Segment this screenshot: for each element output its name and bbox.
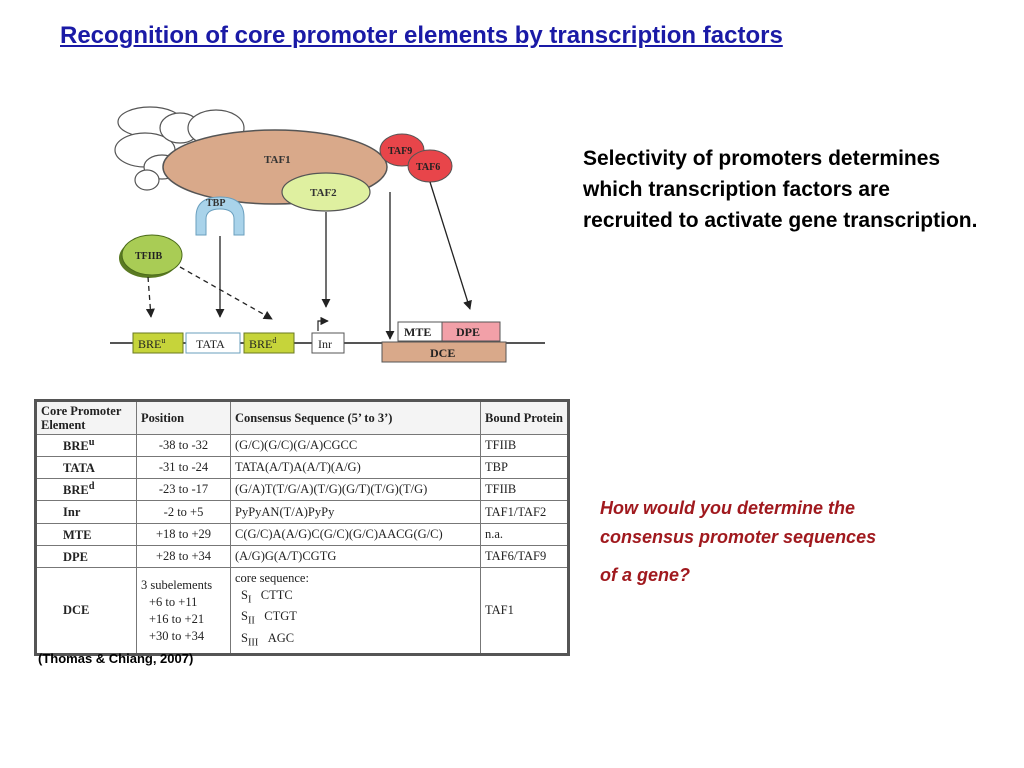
bre-d-box: [243, 332, 295, 354]
sequence-cell: (A/G)G(A/T)CGTG: [230, 544, 481, 568]
element-cell: TATA: [35, 456, 137, 480]
position-cell: +28 to +34: [136, 544, 231, 568]
sequence-cell: TATA(A/T)A(A/T)(A/G): [230, 456, 481, 480]
protein-cell: TAF6/TAF9: [480, 544, 569, 568]
table-row: BREu -38 to -32 (G/C)(G/C)(G/A)CGCC TFII…: [35, 433, 569, 458]
dce-subelement: SI CTTC: [241, 587, 293, 606]
taf2-label: TAF2: [310, 187, 337, 199]
dce-box: [381, 341, 507, 363]
question-line-1: How would you determine the: [600, 498, 856, 518]
table-row-dce: DCE 3 subelements +6 to +11 +16 to +21 +…: [35, 566, 569, 656]
taf9-label: TAF9: [388, 146, 412, 157]
sequence-cell: core sequence: SI CTTC SII CTGT SIII AGC: [230, 566, 481, 656]
dce-label: DCE: [430, 346, 455, 360]
protein-cell: n.a.: [480, 522, 569, 546]
element-cell: DPE: [35, 544, 137, 568]
dpe-label: DPE: [456, 325, 480, 339]
taf6-label: TAF6: [416, 162, 440, 173]
dce-position-line: +16 to +21: [149, 611, 205, 626]
element-cell: DCE: [35, 566, 137, 656]
dce-subelement: SIII AGC: [241, 630, 295, 649]
element-cell: BREd: [35, 478, 137, 502]
protein-cell: TAF1: [480, 566, 569, 656]
position-cell: -38 to -32: [136, 433, 231, 458]
selectivity-text: Selectivity of promoters determines whic…: [583, 147, 978, 232]
bre-u-box: [132, 332, 184, 354]
bre-u-label: BREu: [138, 336, 165, 351]
bre-d-label: BREd: [249, 336, 276, 351]
slide-title: Recognition of core promoter elements by…: [60, 22, 783, 49]
core-promoter-table: Core Promoter Element Position Consensus…: [34, 399, 570, 657]
dpe-box: [441, 321, 501, 342]
position-cell: 3 subelements +6 to +11 +16 to +21 +30 t…: [136, 566, 231, 656]
element-cell: BREu: [35, 433, 137, 458]
header-protein: Bound Protein: [480, 400, 569, 435]
position-cell: -23 to -17: [136, 478, 231, 502]
inr-box: [311, 332, 345, 354]
taf2-oval: [281, 172, 371, 212]
tfiib-oval: [121, 234, 183, 276]
table-row: BREd -23 to -17 (G/A)T(T/G/A)(T/G)(G/T)(…: [35, 478, 569, 502]
position-cell: -2 to +5: [136, 500, 231, 524]
dce-position-line: 3 subelements: [141, 577, 213, 592]
mte-label: MTE: [404, 325, 431, 339]
dce-position-line: +30 to +34: [149, 628, 205, 643]
position-cell: +18 to +29: [136, 522, 231, 546]
dce-subelement: SII CTGT: [241, 609, 297, 627]
tata-label: TATA: [196, 337, 225, 351]
citation: (Thomas & Chiang, 2007): [38, 651, 194, 666]
tbp-label: TBP: [206, 198, 225, 209]
protein-cell: TFIIB: [480, 433, 569, 458]
element-cell: MTE: [35, 522, 137, 546]
sequence-cell: (G/A)T(T/G/A)(T/G)(G/T)(T/G)(T/G): [230, 478, 481, 502]
question-text: How would you determine the consensus pr…: [600, 494, 980, 590]
tss-arrow: [317, 316, 329, 331]
question-line-3: of a gene?: [600, 565, 691, 585]
table-row: DPE +28 to +34 (A/G)G(A/T)CGTG TAF6/TAF9: [35, 544, 569, 568]
header-position: Position: [136, 400, 231, 435]
tfiib-label: TFIIB: [135, 251, 163, 262]
tbp-saddle: [195, 196, 245, 236]
dce-position-line: +6 to +11: [149, 594, 198, 609]
element-cell: Inr: [35, 500, 137, 524]
sequence-cell: C(G/C)A(A/G)C(G/C)(G/C)AACG(G/C): [230, 522, 481, 546]
dce-seq-title: core sequence:: [235, 570, 309, 585]
table-row: TATA -31 to -24 TATA(A/T)A(A/T)(A/G) TBP: [35, 456, 569, 480]
position-cell: -31 to -24: [136, 456, 231, 480]
table-row: Inr -2 to +5 PyPyAN(T/A)PyPy TAF1/TAF2: [35, 500, 569, 524]
protein-cell: TBP: [480, 456, 569, 480]
promoter-recognition-diagram: TAF1 TAF9 TAF6 TAF2 TBP TFIIB BREu TATA …: [110, 106, 545, 363]
header-sequence: Consensus Sequence (5’ to 3’): [230, 400, 481, 435]
protein-cell: TAF1/TAF2: [480, 500, 569, 524]
tata-box: [185, 332, 241, 354]
arrows: [145, 181, 472, 340]
sequence-cell: (G/C)(G/C)(G/A)CGCC: [230, 433, 481, 458]
inr-label: Inr: [318, 337, 332, 351]
sequence-cell: PyPyAN(T/A)PyPy: [230, 500, 481, 524]
header-element: Core Promoter Element: [35, 400, 137, 435]
question-line-2: consensus promoter sequences: [600, 527, 877, 547]
table-row: MTE +18 to +29 C(G/C)A(A/G)C(G/C)(G/C)AA…: [35, 522, 569, 546]
promoter-element-table: Core Promoter Element Position Consensus…: [34, 399, 570, 657]
protein-cell: TFIIB: [480, 478, 569, 502]
taf1-label: TAF1: [264, 154, 291, 166]
